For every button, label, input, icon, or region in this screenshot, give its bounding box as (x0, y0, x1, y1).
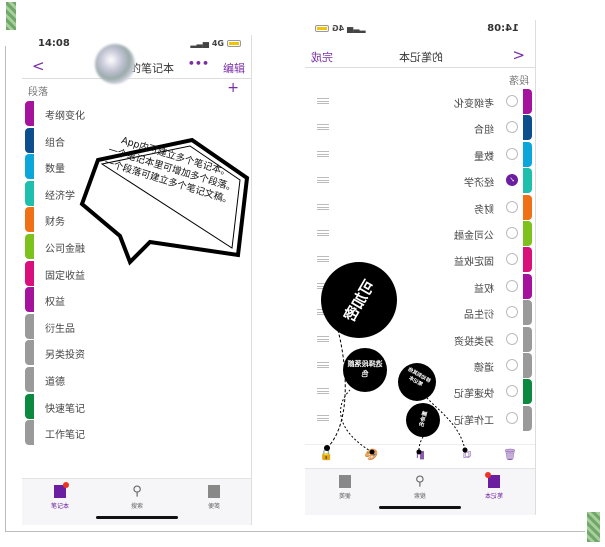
edit-sections-screen-mirrored: 14:08 ▂▃▅4G < 的笔记本 完成 段落 考纲变化组合数量✓经济学财务公… (305, 20, 536, 515)
section-label: 经济学 (45, 190, 75, 202)
section-item[interactable]: 另类投资 (22, 340, 222, 366)
section-color-tab (25, 367, 34, 392)
edit-button[interactable]: 编辑 (223, 62, 245, 75)
battery-icon (227, 40, 241, 47)
decorative-pattern (587, 512, 600, 542)
section-label: 权益 (45, 297, 65, 309)
section-label: 组合 (45, 137, 65, 149)
bubble-color (343, 348, 387, 392)
back-button[interactable]: < (32, 57, 45, 75)
section-item[interactable]: 权益 (22, 287, 222, 313)
section-item[interactable]: 公司金融 (22, 234, 222, 259)
bubble-rename (406, 403, 440, 437)
section-label: 快速笔记 (45, 403, 85, 415)
section-item[interactable]: 经济学 (22, 180, 222, 206)
page-title: 的笔记本 (130, 62, 174, 75)
section-item[interactable]: 财务 (22, 207, 222, 233)
section-item[interactable]: 组合 (22, 127, 222, 153)
section-label: 固定收益 (45, 270, 85, 282)
section-header: 段落 + (28, 80, 239, 98)
section-label: 工作笔记 (45, 430, 85, 442)
notebook-icon (54, 482, 69, 498)
section-label: 另类投资 (45, 350, 85, 362)
network-status: ▂▃▅4G (190, 39, 241, 48)
tab-sticky-notes[interactable]: 便笺 (189, 485, 239, 510)
home-indicator (95, 516, 178, 519)
sticky-note-icon (208, 485, 220, 498)
blurred-avatar (95, 44, 135, 84)
bubble-move (398, 363, 436, 401)
add-section-button[interactable]: + (227, 80, 239, 96)
section-color-tab (25, 313, 34, 339)
section-color-tab (25, 101, 34, 126)
bubble-color-label: 选择段落颜色 (347, 360, 383, 378)
notebook-screen: 14:08 ▂▃▅4G < 的笔记本 ••• 编辑 段落 + 考纲变化组合数量经… (22, 35, 252, 525)
section-label: 财务 (45, 217, 65, 229)
frame-divider (5, 531, 585, 532)
decorative-pattern (6, 2, 16, 30)
bubble-encrypt (321, 262, 397, 338)
section-color-tab (25, 260, 34, 286)
section-color-tab (25, 127, 34, 153)
section-label: 道德 (45, 377, 65, 388)
section-label: 考纲变化 (45, 111, 85, 122)
section-item[interactable]: 衍生品 (22, 313, 222, 339)
annotation-overlay (321, 262, 468, 455)
section-color-tab (25, 207, 34, 233)
frame-divider (5, 46, 6, 532)
tab-bar: 笔记本 ⚲ 搜索 便笺 (22, 478, 251, 525)
section-label: 公司金融 (45, 244, 85, 255)
section-item[interactable]: 快速笔记 (22, 393, 222, 419)
section-item[interactable]: 道德 (22, 367, 222, 392)
section-label: 衍生品 (45, 323, 75, 335)
section-color-tab (25, 154, 34, 180)
section-item[interactable]: 固定收益 (22, 260, 222, 286)
section-color-tab (25, 393, 34, 419)
section-color-tab (25, 180, 34, 206)
tab-notebooks[interactable]: 笔记本 (35, 482, 85, 510)
nav-bar: < 的笔记本 ••• 编辑 (22, 55, 251, 79)
section-color-tab (25, 234, 34, 259)
more-button[interactable]: ••• (187, 57, 209, 70)
section-item[interactable]: 考纲变化 (22, 101, 222, 126)
section-color-tab (25, 420, 34, 446)
tab-search[interactable]: ⚲ 搜索 (130, 484, 143, 510)
section-color-tab (25, 287, 34, 313)
section-color-tab (25, 340, 34, 366)
section-item[interactable]: 工作笔记 (22, 420, 222, 446)
section-label: 数量 (45, 164, 65, 176)
section-item[interactable]: 数量 (22, 154, 222, 180)
status-bar: 14:08 ▂▃▅4G (22, 35, 251, 53)
search-icon: ⚲ (132, 484, 142, 499)
clock: 14:08 (38, 38, 70, 49)
